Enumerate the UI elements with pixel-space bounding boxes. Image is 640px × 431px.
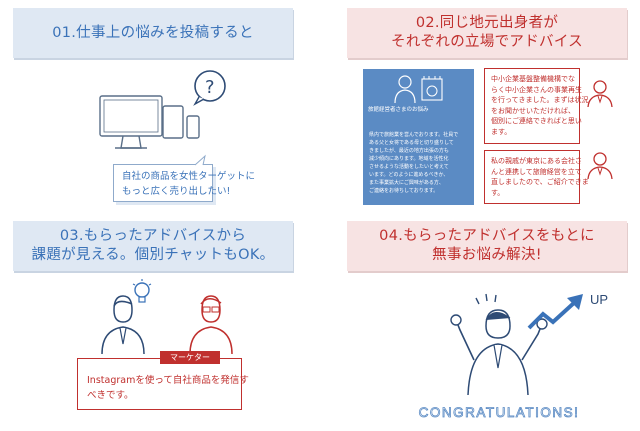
document-line: ご連絡をお待ちしております。	[369, 188, 439, 194]
step4-header: 04.もらったアドバイスをもとに 無事お悩み解決!	[347, 221, 627, 271]
advice-line: らく中小企業さんの事業再生	[491, 85, 582, 94]
step3-title-line: 03.もらったアドバイスから	[59, 228, 247, 244]
celebrating-man-icon	[450, 293, 548, 396]
advice-line: を行ってきました。まずは状況	[491, 96, 589, 104]
marketer-icon	[189, 295, 233, 355]
advice-line: す。	[491, 188, 505, 197]
step1-title: 01.仕事上の悩みを投稿すると	[52, 24, 254, 41]
step2-title-line: それぞれの立場でアドバイス	[391, 34, 583, 50]
step2-header: 02.同じ地元出身者が それぞれの立場でアドバイス	[347, 8, 627, 58]
adviser-1-icon	[587, 80, 613, 108]
growth-arrow-icon	[527, 294, 583, 330]
advice-line: んと連携して旅館経営を立て	[491, 167, 582, 176]
step4-title-line: 無事お悩み解決!	[432, 247, 542, 263]
document-line: 県内で旅館業を営んでおります。社員で	[369, 132, 459, 138]
up-label: UP	[590, 292, 609, 307]
adviser-2-icon	[587, 152, 613, 180]
step2-title-line: 02.同じ地元出身者が	[415, 15, 559, 31]
advice-line: 直しましたので、ご紹介できま	[491, 178, 589, 186]
step3-title-line: 課題が見える。個別チャットもOK。	[31, 247, 275, 263]
document-title: 旅館経営者さまのお悩み	[368, 107, 429, 113]
advice-bubble-1: 中小企業基盤整備機構でな らく中小企業さんの事業再生 を行ってきました。まずは状…	[484, 68, 589, 144]
step1-bubble-line: もっと広く売り出したい!	[122, 186, 231, 197]
businessman-icon	[101, 295, 145, 355]
document-body: 県内で旅館業を営んでおります。社員で ある父と女将である母と切り盛りして きまし…	[369, 131, 468, 195]
advice-line: 私の親戚が東京にある会社さ	[491, 157, 582, 165]
document-line: ある父と女将である母と切り盛りして	[369, 140, 454, 146]
person-icon	[394, 75, 416, 104]
document-line: きましたが、最近の地方出張の方も	[369, 148, 449, 154]
congratulations-text: CONGRATULATIONS!	[418, 405, 580, 421]
document-line: 減少傾向にあります。地域を活性化	[369, 156, 449, 162]
marketer-tag: マーケター	[160, 351, 220, 364]
advice-line: をお聞かせいただければ、	[491, 106, 575, 115]
step4-title-line: 04.もらったアドバイスをもとに	[379, 228, 595, 244]
lightbulb-icon	[132, 279, 152, 303]
advice-line: 個別にご連絡できればと思い	[491, 117, 582, 125]
step3-header: 03.もらったアドバイスから 課題が見える。個別チャットもOK。	[13, 221, 293, 271]
advice-line: 中小企業基盤整備機構でな	[491, 75, 575, 83]
advice-bubble-2: 私の親戚が東京にある会社さ んと連携して旅館経営を立て 直しましたので、ご紹介で…	[484, 150, 589, 204]
advice-line: ます。	[491, 127, 512, 136]
step3-bubble-line: Instagramを使って自社商品を発信す	[87, 375, 249, 386]
document-line: させるような活動をしたいと考えて	[369, 164, 449, 170]
document-line: います。どのように進めるべきか、	[369, 172, 449, 178]
step3-bubble: Instagramを使って自社商品を発信す べきです。	[77, 358, 249, 410]
worry-document: 旅館経営者さまのお悩み 県内で旅館業を営んでおります。社員で ある父と女将である…	[363, 69, 474, 205]
document-line: また事業拡大にご興味がある方、	[369, 180, 444, 186]
step1-header: 01.仕事上の悩みを投稿すると	[13, 8, 293, 58]
step1-bubble: 自社の商品を女性ターゲットに もっと広く売り出したい!	[113, 164, 256, 202]
step3-bubble-line: べきです。	[87, 390, 134, 401]
step1-bubble-line: 自社の商品を女性ターゲットに	[122, 171, 256, 182]
bubble-tail-icon	[194, 154, 206, 166]
devices-question-icon: ?	[99, 70, 226, 149]
hot-spring-inn-icon	[421, 76, 443, 101]
svg-text:?: ?	[205, 77, 215, 98]
